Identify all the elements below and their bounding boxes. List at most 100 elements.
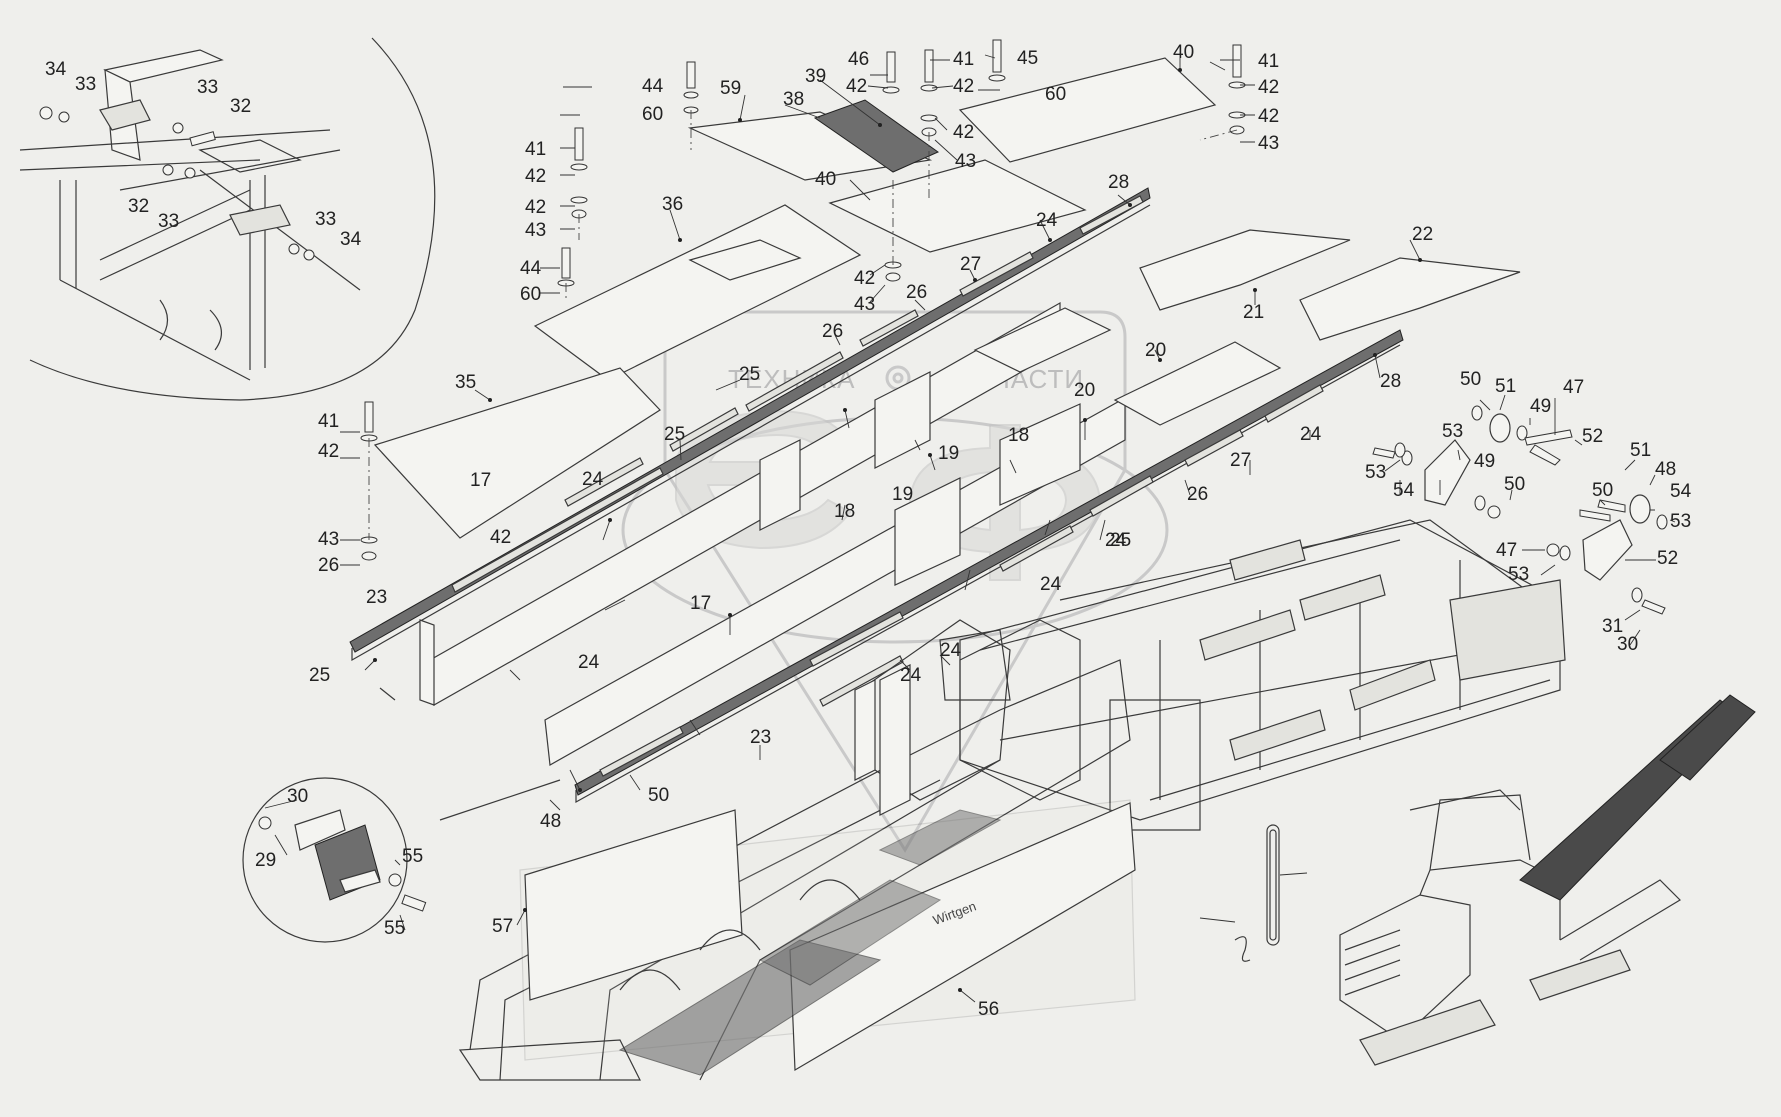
callout-label: 50 bbox=[1460, 369, 1481, 390]
callout-label: 42 bbox=[525, 166, 546, 187]
callout-label: 39 bbox=[805, 66, 826, 87]
callout-label: 42 bbox=[953, 122, 974, 143]
callout-label: 52 bbox=[1657, 548, 1678, 569]
callout-label: 34 bbox=[45, 59, 67, 80]
callout-label: 55 bbox=[384, 918, 405, 939]
callout-label: 24 bbox=[1036, 210, 1058, 231]
callout-label: 41 bbox=[953, 49, 974, 70]
callout-label: 43 bbox=[1258, 133, 1279, 154]
callout-label: 20 bbox=[1145, 340, 1166, 361]
chain-and-hook bbox=[1234, 824, 1280, 962]
panel-40b bbox=[958, 57, 1217, 163]
callout-label: 49 bbox=[1474, 451, 1495, 472]
panel-35 bbox=[373, 367, 661, 539]
callout-label: 42 bbox=[1258, 77, 1279, 98]
callout-label: 53 bbox=[1442, 421, 1463, 442]
callout-label: 20 bbox=[1074, 380, 1095, 401]
callout-label: 42 bbox=[318, 441, 339, 462]
callout-label: 45 bbox=[1017, 48, 1038, 69]
panel-36 bbox=[533, 204, 862, 381]
callout-label: 60 bbox=[1045, 84, 1066, 105]
cover-panels bbox=[373, 57, 1217, 539]
callout-label: 60 bbox=[520, 284, 541, 305]
callout-label: 38 bbox=[783, 89, 804, 110]
callout-label: 51 bbox=[1495, 376, 1516, 397]
callout-label: 40 bbox=[815, 169, 836, 190]
callout-label: 35 bbox=[455, 372, 476, 393]
callout-label: 17 bbox=[690, 593, 711, 614]
callout-label: 42 bbox=[953, 76, 974, 97]
callout-label: 50 bbox=[1504, 474, 1525, 495]
callout-label: 27 bbox=[1230, 450, 1251, 471]
callout-leaders bbox=[264, 54, 1676, 1003]
callout-label: 19 bbox=[892, 484, 913, 505]
callout-label: 43 bbox=[525, 220, 546, 241]
callout-label: 28 bbox=[1380, 371, 1401, 392]
callout-label: 55 bbox=[402, 846, 423, 867]
callout-label: 24 bbox=[1300, 424, 1322, 445]
callout-label: 42 bbox=[525, 197, 546, 218]
callout-label: 24 bbox=[940, 640, 962, 661]
grate-38 bbox=[813, 99, 940, 173]
callout-label: 19 bbox=[938, 443, 959, 464]
panel-59 bbox=[687, 111, 933, 181]
callout-label: 42 bbox=[490, 527, 511, 548]
callout-label: 60 bbox=[642, 104, 663, 125]
callout-label: 48 bbox=[1655, 459, 1676, 480]
pulley-hardware bbox=[1372, 405, 1668, 615]
callout-label: 30 bbox=[287, 786, 308, 807]
detail-view-strip-fastener bbox=[242, 687, 561, 943]
callout-label: 18 bbox=[1008, 425, 1029, 446]
callout-label: 26 bbox=[906, 282, 927, 303]
callout-label: 34 bbox=[340, 229, 362, 250]
callout-label: 46 bbox=[848, 49, 869, 70]
callout-label: 36 bbox=[662, 194, 683, 215]
callout-label: 23 bbox=[366, 587, 387, 608]
callout-label: 48 bbox=[540, 811, 561, 832]
callout-label: 23 bbox=[750, 727, 771, 748]
callout-label: 33 bbox=[158, 211, 179, 232]
callout-label: 50 bbox=[648, 785, 669, 806]
callout-label: 53 bbox=[1508, 564, 1529, 585]
callout-label: 41 bbox=[318, 411, 339, 432]
strip-28-lower bbox=[574, 329, 1404, 796]
callout-label: 28 bbox=[1108, 172, 1129, 193]
callout-label: 24 bbox=[1105, 530, 1127, 551]
leader-dots bbox=[373, 68, 1422, 992]
fasteners-top bbox=[360, 39, 1246, 561]
return-rollers bbox=[1199, 539, 1436, 761]
callout-label: 17 bbox=[470, 470, 491, 491]
callout-label: 59 bbox=[720, 78, 741, 99]
callout-label: 33 bbox=[315, 209, 336, 230]
callout-label: 56 bbox=[978, 999, 999, 1020]
lower-conveyor: Wirtgen bbox=[458, 619, 1136, 1081]
callout-label: 24 bbox=[582, 469, 604, 490]
callout-label: 47 bbox=[1563, 377, 1584, 398]
side-panel-55b bbox=[789, 802, 1136, 1072]
callout-label: 57 bbox=[492, 916, 513, 937]
callout-label: 44 bbox=[642, 76, 664, 97]
callout-label: 54 bbox=[1393, 480, 1415, 501]
callout-label: 25 bbox=[739, 364, 760, 385]
callout-label: 43 bbox=[955, 151, 976, 172]
callout-label: 31 bbox=[1602, 616, 1623, 637]
callout-label: 44 bbox=[520, 258, 542, 279]
callout-label: 26 bbox=[822, 321, 843, 342]
callout-label: 40 bbox=[1173, 42, 1194, 63]
callout-label: 50 bbox=[1592, 480, 1613, 501]
callout-label: 22 bbox=[1412, 224, 1433, 245]
callout-label: 54 bbox=[1670, 481, 1692, 502]
callout-label: 25 bbox=[664, 424, 685, 445]
callout-label: 33 bbox=[197, 77, 218, 98]
callout-label: 25 bbox=[309, 665, 330, 686]
callout-label: 52 bbox=[1582, 426, 1603, 447]
callout-label: 24 bbox=[1040, 574, 1062, 595]
milling-machine-thumbnail bbox=[1339, 694, 1756, 1066]
callout-label: 32 bbox=[128, 196, 149, 217]
callout-label: 49 bbox=[1530, 396, 1551, 417]
callout-label: 43 bbox=[318, 529, 339, 550]
callout-label: 26 bbox=[318, 555, 339, 576]
callout-label: 41 bbox=[525, 139, 546, 160]
callout-label: 29 bbox=[255, 850, 276, 871]
callout-label: 18 bbox=[834, 501, 855, 522]
